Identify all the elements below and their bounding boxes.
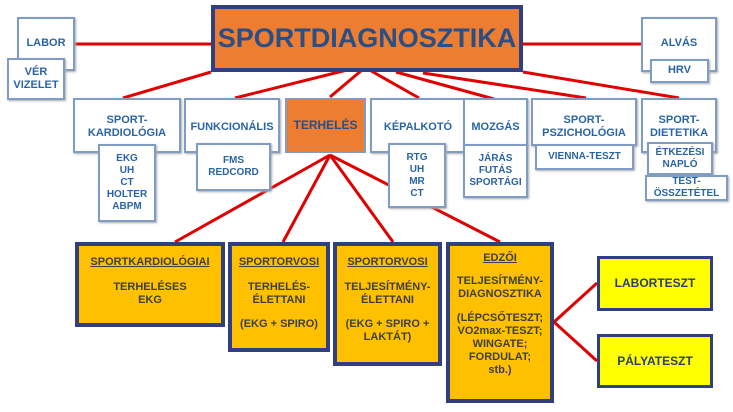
load-test-head: SPORTKARDIOLÓGIAI [90, 256, 210, 268]
connector [328, 154, 395, 243]
connector [522, 70, 680, 100]
sub-funkcionalis: FMS REDCORD [196, 143, 271, 191]
main-title-box: SPORTDIAGNOSZTIKA [211, 5, 523, 72]
sub-sportkardiologia: EKG UH CT HOLTER ABPM [98, 144, 156, 222]
connector [552, 281, 599, 324]
category-label: SPORT- KARDIOLÓGIA [87, 114, 167, 140]
load-test-body: TERHELÉS- ÉLETTANI [247, 281, 311, 307]
sub-label: JÁRÁS FUTÁS SPORTÁGI [469, 153, 522, 188]
connector [174, 153, 331, 244]
sub-mozgas: JÁRÁS FUTÁS SPORTÁGI [463, 144, 528, 198]
category-terheles: TERHELÉS [285, 98, 366, 153]
load-test-extra: (EKG + SPIRO + LAKTÁT) [345, 317, 430, 343]
category-mozgas: MOZGÁS [463, 98, 528, 146]
sub-label: FMS REDCORD [208, 155, 259, 178]
category-label: KÉPALKOTÓ [383, 121, 453, 133]
category-label: MOZGÁS [471, 121, 520, 133]
load-test-head: SPORTORVOSI [347, 256, 428, 268]
category-kepalkoto: KÉPALKOTÓ [370, 98, 466, 153]
load-test-extra: (LÉPCSŐTESZT; VO2max-TESZT; WINGATE; FOR… [456, 311, 544, 377]
category-label: SPORT- DIETETIKA [649, 114, 709, 140]
palyateszt-label: PÁLYATESZT [617, 353, 693, 368]
connector [365, 66, 420, 100]
load-test-head: SPORTORVOSI [238, 256, 320, 268]
labor-sub-box: VÉR VIZELET [7, 58, 65, 100]
connector [329, 68, 363, 99]
load-test-body: TELJESÍTMÉNY- DIAGNOSZTIKA [456, 275, 544, 301]
load-test-edzoi: EDZŐI TELJESÍTMÉNY- DIAGNOSZTIKA (LÉPCSŐTE… [446, 242, 554, 403]
load-test-sportorvosi-2: SPORTORVOSI TELJESÍTMÉNY- ÉLETTANI (EKG + … [333, 242, 442, 366]
category-label: SPORT- PSZICHOLÓGIA [542, 114, 626, 140]
connector [395, 70, 495, 101]
alvas-sub-box: HRV [650, 59, 709, 83]
connector [422, 71, 587, 100]
main-title: SPORTDIAGNOSZTIKA [217, 23, 517, 54]
sub-label: TEST- ÖSSZETÉTEL [653, 176, 720, 199]
laborteszt-box: LABORTESZT [597, 256, 713, 311]
laborteszt-label: LABORTESZT [614, 276, 696, 291]
load-test-head: EDZŐI [483, 252, 517, 264]
load-test-body: TELJESÍTMÉNY- ÉLETTANI [344, 281, 431, 307]
sub-label: ÉTKEZÉSI NAPLÓ [655, 146, 705, 170]
hrv-label: HRV [667, 64, 692, 77]
category-label: TERHELÉS [293, 118, 358, 133]
sub-label: RTG UH MR CT [406, 151, 428, 199]
labor-sub-label: VÉR VIZELET [13, 65, 59, 91]
load-test-sportorvosi-1: SPORTORVOSI TERHELÉS- ÉLETTANI (EKG + SPIR… [228, 242, 330, 352]
palyateszt-box: PÁLYATESZT [597, 334, 713, 388]
alvas-label: ALVÁS [660, 37, 698, 49]
sub-kepalkoto: RTG UH MR CT [388, 143, 446, 208]
sub-label: EKG UH CT HOLTER ABPM [106, 153, 148, 212]
sub-sportdietetika: ÉTKEZÉSI NAPLÓ [647, 142, 713, 175]
connector [552, 320, 599, 363]
category-label: FUNKCIONÁLIS [190, 121, 274, 133]
sub-label: VIENNA-TESZT [548, 151, 621, 162]
load-test-extra: (EKG + SPIRO) [240, 317, 318, 330]
labor-label: LABOR [26, 37, 66, 50]
category-sportkardiologia: SPORT- KARDIOLÓGIA [73, 98, 181, 153]
connector [281, 154, 332, 243]
connector [122, 70, 212, 100]
load-test-sportkardiologiai: SPORTKARDIOLÓGIAI TERHELÉSES EKG [75, 242, 225, 327]
sub-sportdietetika-2: TEST- ÖSSZETÉTEL [645, 175, 728, 201]
load-test-body: TERHELÉSES EKG [113, 281, 187, 307]
connector [234, 66, 356, 100]
category-sportpszichologia: SPORT- PSZICHOLÓGIA [531, 98, 637, 146]
sub-sportpszichologia: VIENNA-TESZT [535, 144, 634, 170]
